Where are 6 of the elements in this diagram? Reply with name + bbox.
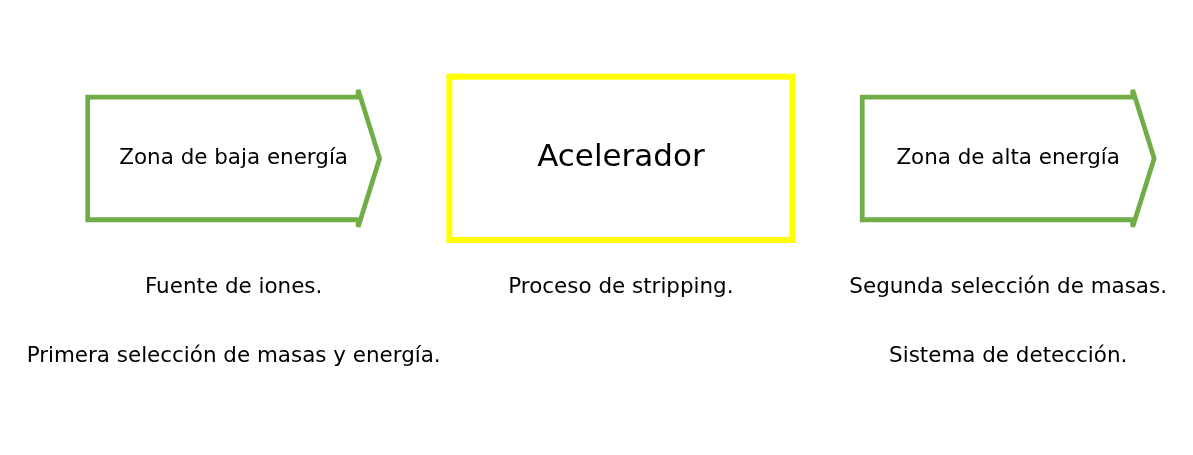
node-label: Primera selección de masas y energía. — [26, 342, 441, 368]
node-box: Acelerador — [446, 73, 796, 243]
node-label: Proceso de stripping. — [508, 272, 734, 298]
node-label: Sistema de detección. — [889, 342, 1128, 368]
node-label: Segunda selección de masas. — [849, 272, 1167, 298]
node-label: Fuente de iones. — [144, 272, 323, 298]
